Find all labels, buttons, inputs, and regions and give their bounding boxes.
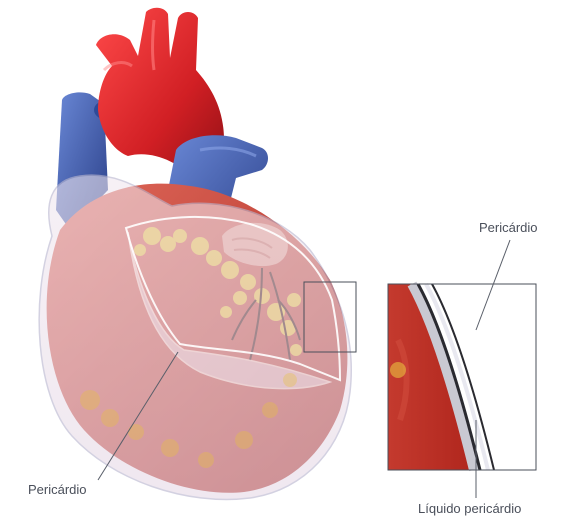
label-pericardio-main: Pericárdio	[28, 482, 87, 497]
label-liquido-pericardio: Líquido pericárdio	[418, 501, 521, 516]
label-pericardio-inset: Pericárdio	[479, 220, 538, 235]
inset-panel	[388, 284, 536, 470]
aorta-highlight	[153, 20, 155, 70]
